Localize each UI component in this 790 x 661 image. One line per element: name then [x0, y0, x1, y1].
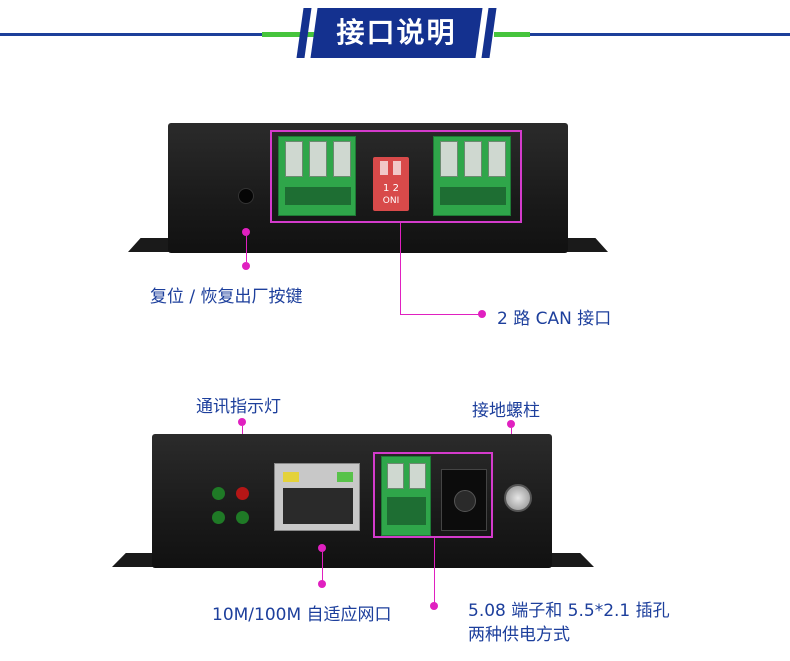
terminal-screw: [488, 141, 506, 177]
dip-lever: [380, 161, 388, 175]
ethernet-port[interactable]: [274, 463, 360, 531]
reset-callout-dot: [242, 262, 250, 270]
can-callout-line: [400, 223, 401, 315]
power-highlight-box: [373, 452, 493, 538]
bottom-flange-left: [112, 553, 158, 567]
power-label-line1: 5.08 端子和 5.5*2.1 插孔: [468, 601, 670, 621]
led-label: 通讯指示灯: [196, 397, 281, 417]
dip-on-label: ONI: [382, 196, 400, 206]
ethernet-socket: [283, 488, 353, 524]
reset-callout-dot: [242, 228, 250, 236]
can-terminal-left: [278, 136, 356, 216]
led-green: [212, 511, 225, 524]
reset-callout-line: [246, 236, 247, 262]
header-line-left: [0, 33, 262, 36]
led-green: [212, 487, 225, 500]
ground-label: 接地螺柱: [472, 401, 540, 421]
header-line-right: [530, 33, 790, 36]
ethernet-callout-dot: [318, 580, 326, 588]
header-green-left: [262, 32, 314, 37]
page-title: 接口说明: [336, 16, 457, 49]
ethernet-callout-dot: [318, 544, 326, 552]
dip-lever: [393, 161, 401, 175]
ground-callout-dot: [507, 420, 515, 428]
dc-jack-hole: [454, 490, 476, 512]
ground-stud: [504, 484, 532, 512]
can-highlight-box: [270, 130, 522, 223]
ethernet-label: 10M/100M 自适应网口: [212, 605, 392, 625]
can-callout-line-h: [400, 314, 480, 315]
power-callout-dot: [430, 602, 438, 610]
terminal-screw: [464, 141, 482, 177]
can-callout-dot: [478, 310, 486, 318]
terminal-slot: [285, 187, 351, 205]
terminal-slot: [440, 187, 506, 205]
terminal-screw: [285, 141, 303, 177]
terminal-screw: [387, 463, 404, 489]
terminal-screw: [309, 141, 327, 177]
ethernet-led-yellow: [283, 472, 299, 482]
reset-button[interactable]: [238, 188, 254, 204]
terminal-screw: [440, 141, 458, 177]
header-green-right: [494, 32, 530, 37]
ethernet-callout-line: [322, 552, 323, 582]
dip-switch[interactable]: 1 2 ONI: [373, 157, 409, 211]
led-callout-dot: [238, 418, 246, 426]
ethernet-led-green: [337, 472, 353, 482]
bottom-flange-right: [548, 553, 594, 567]
power-label-line2: 两种供电方式: [468, 625, 570, 645]
power-callout-line: [434, 538, 435, 606]
terminal-slot: [387, 497, 426, 525]
reset-label: 复位 / 恢复出厂按键: [150, 287, 303, 307]
terminal-screw: [409, 463, 426, 489]
terminal-screw: [333, 141, 351, 177]
dip-numbers: 1 2: [383, 183, 399, 194]
dc-jack[interactable]: [441, 469, 487, 531]
can-terminal-right: [433, 136, 511, 216]
top-flange-right: [566, 238, 608, 252]
can-label: 2 路 CAN 接口: [497, 309, 612, 329]
led-red: [236, 487, 249, 500]
power-terminal: [381, 456, 431, 536]
top-flange-left: [128, 238, 170, 252]
led-green: [236, 511, 249, 524]
